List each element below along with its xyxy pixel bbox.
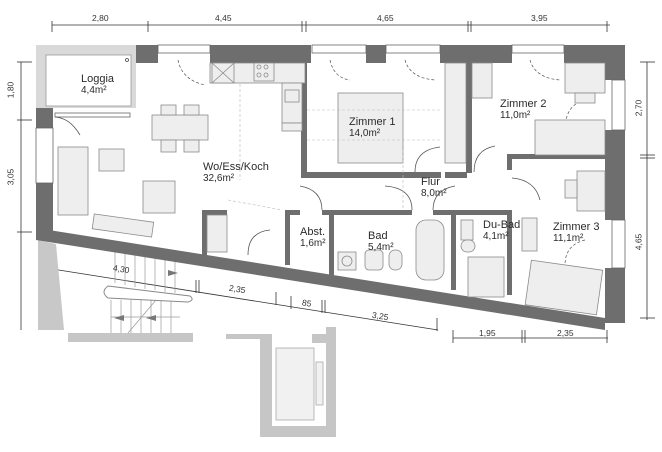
room-area: 11,1m²: [553, 232, 584, 244]
room-name: Flur: [421, 176, 440, 188]
dim-bottom-2: 2,35: [557, 328, 574, 338]
hidden-lines: [227, 84, 440, 211]
room-area: 11,0m²: [500, 109, 531, 121]
dim-top-1: 2,80: [92, 13, 109, 23]
room-name: Abst.: [300, 226, 326, 238]
room-zimmer-1: Zimmer 1 14,0m²: [349, 116, 396, 139]
room-area: 4,4m²: [81, 84, 107, 96]
door-arcs: [54, 116, 541, 256]
dim-top-2: 4,45: [215, 13, 232, 23]
room-name: Loggia: [81, 73, 115, 85]
room-area: 1,6m²: [300, 237, 326, 249]
room-area: 4,1m²: [483, 230, 509, 242]
room-name: Zimmer 3: [553, 221, 600, 233]
room-bad: Bad 5,4m²: [368, 230, 394, 253]
room-zimmer-2: Zimmer 2 11,0m²: [500, 98, 547, 121]
room-loggia: Loggia 4,4m²: [81, 73, 115, 96]
room-area: 8,0m²: [421, 187, 447, 199]
room-name: Zimmer 2: [500, 98, 547, 110]
windows: [35, 44, 626, 269]
room-abst: Abst. 1,6m²: [300, 226, 326, 249]
elevator-shaft: [226, 327, 336, 437]
dimension-lines: [17, 21, 655, 343]
dim-right-1: 2,70: [633, 99, 644, 117]
dim-top-3: 4,65: [377, 13, 394, 23]
room-flur: Flur 8,0m²: [421, 176, 447, 199]
furniture: [57, 62, 606, 316]
dim-bottom-1: 1,95: [479, 328, 496, 338]
room-du-bad: Du-Bad 4,1m²: [483, 219, 521, 242]
exterior-walls: [36, 45, 625, 330]
stairwell: [38, 240, 193, 342]
room-name: Zimmer 1: [349, 116, 396, 128]
room-name: Wo/Ess/Koch: [203, 161, 269, 173]
room-name: Du-Bad: [483, 219, 521, 231]
dim-right-2: 4,65: [633, 233, 644, 251]
dim-left-1: 1,80: [5, 81, 16, 99]
dim-left-2: 3,05: [5, 168, 16, 186]
dim-top-4: 3,95: [531, 13, 548, 23]
loggia: [36, 45, 136, 108]
room-area: 5,4m²: [368, 241, 394, 253]
room-name: Bad: [368, 230, 388, 242]
room-zimmer-3: Zimmer 3 11,1m²: [553, 221, 600, 244]
interior-walls: [202, 58, 610, 295]
dim-slant-3: 85: [301, 297, 313, 309]
room-wo-ess-koch: Wo/Ess/Koch 32,6m²: [203, 161, 269, 184]
room-area: 32,6m²: [203, 172, 235, 184]
room-area: 14,0m²: [349, 127, 381, 139]
